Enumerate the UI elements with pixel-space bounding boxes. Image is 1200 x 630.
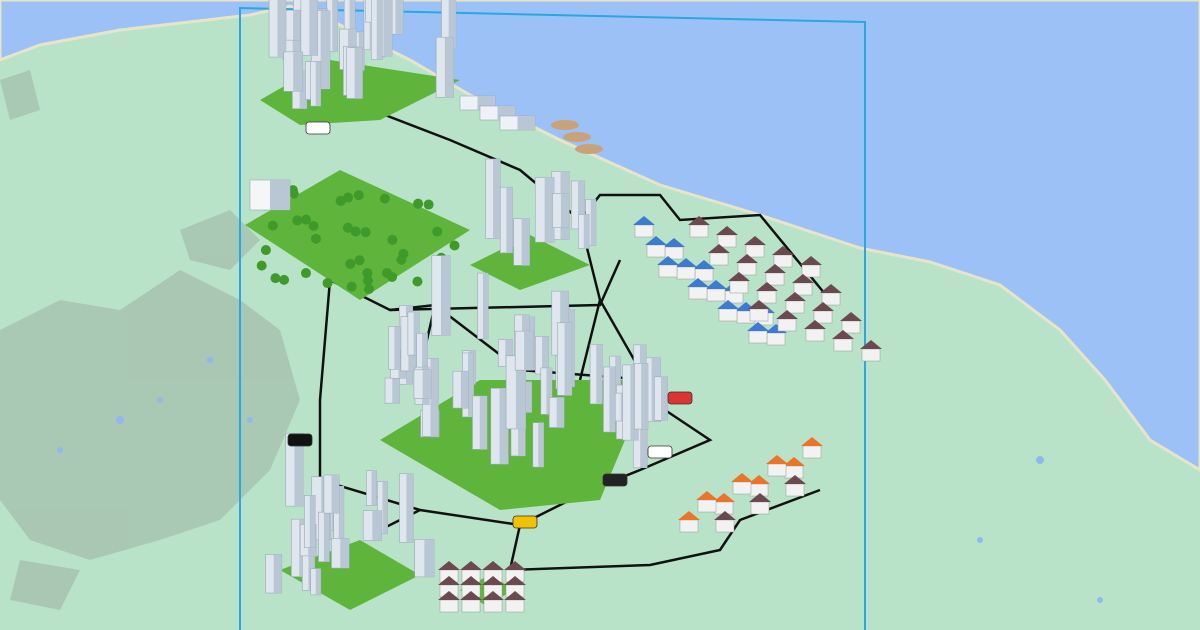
north-downtown — [260, 0, 460, 125]
hospital-campus — [470, 158, 597, 290]
vehicle — [602, 473, 628, 487]
vehicle — [305, 121, 331, 135]
blue-roof-houses — [633, 216, 787, 346]
vehicle — [647, 445, 673, 459]
south-downtown — [265, 433, 435, 610]
park-grid — [245, 170, 470, 300]
brown-roof-houses — [688, 216, 882, 362]
vehicle — [667, 391, 693, 405]
harbor — [459, 95, 603, 154]
sea — [0, 0, 1200, 472]
vehicle — [512, 515, 538, 529]
map-frame — [239, 6, 866, 630]
central-downtown — [380, 255, 668, 510]
lakes — [57, 357, 1103, 603]
courtyard-houses — [438, 561, 526, 613]
vehicle — [287, 433, 313, 447]
orange-roof-houses — [678, 437, 823, 533]
forest-patches — [0, 70, 300, 610]
